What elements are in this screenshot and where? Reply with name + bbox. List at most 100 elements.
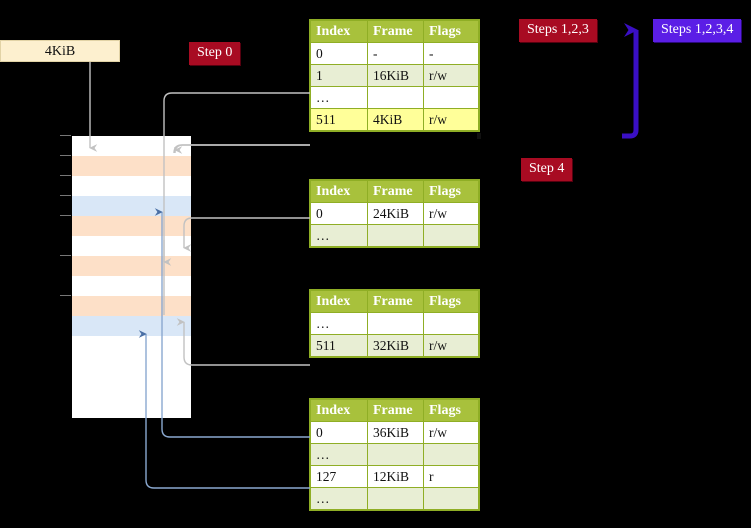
column-header: Flags: [423, 20, 479, 43]
column-header: Index: [310, 20, 368, 43]
table-cell: 4KiB: [367, 108, 424, 131]
column-header: Frame: [367, 180, 424, 203]
table-cell: r: [423, 465, 479, 488]
table-row[interactable]: …: [310, 224, 479, 247]
table-cell: r/w: [423, 108, 479, 131]
column-header: Frame: [367, 290, 424, 313]
table-cell: [367, 312, 424, 335]
column-header: Flags: [423, 399, 479, 422]
table-cell: …: [310, 86, 368, 109]
column-header: Flags: [423, 290, 479, 313]
table-cell: 1: [310, 64, 368, 87]
table-cell: 24KiB: [367, 202, 424, 225]
memory-frame[interactable]: [72, 356, 191, 378]
memory-tick-mark: [60, 195, 71, 196]
table-row[interactable]: …: [310, 487, 479, 510]
memory-frame[interactable]: [72, 316, 191, 338]
table-cell: [423, 224, 479, 247]
memory-frame[interactable]: [72, 136, 191, 158]
memory-frame[interactable]: [72, 196, 191, 218]
memory-frame[interactable]: [72, 156, 191, 178]
column-header: Frame: [367, 399, 424, 422]
table-cell: [423, 312, 479, 335]
table-cell: [423, 443, 479, 466]
physical-memory-column: [71, 135, 192, 418]
table-cell: r/w: [423, 334, 479, 357]
table-cell: 12KiB: [367, 465, 424, 488]
table-cell: …: [310, 224, 368, 247]
column-header: Index: [310, 290, 368, 313]
table-cell: 511: [310, 108, 368, 131]
memory-frame[interactable]: [72, 396, 191, 418]
table-cell: 127: [310, 465, 368, 488]
memory-tick-mark: [60, 135, 71, 136]
table-cell: [423, 86, 479, 109]
memory-tick-mark: [60, 175, 71, 176]
memory-frame[interactable]: [72, 256, 191, 278]
table-cell: [367, 487, 424, 510]
table-cell: 0: [310, 421, 368, 444]
steps-1234-badge: Steps 1,2,3,4: [653, 19, 742, 42]
table-cell: r/w: [423, 421, 479, 444]
table-cell: [367, 224, 424, 247]
memory-frame[interactable]: [72, 296, 191, 318]
table-cell: 511: [310, 334, 368, 357]
table-row[interactable]: …: [310, 312, 479, 335]
memory-tick-mark: [60, 215, 71, 216]
memory-tick-mark: [60, 155, 71, 156]
table-cell: -: [423, 42, 479, 65]
memory-tick-mark: [60, 295, 71, 296]
table-cell: …: [310, 487, 368, 510]
row-marker-dot: [477, 133, 481, 139]
step-4-badge: Step 4: [521, 158, 573, 181]
steps-123-badge: Steps 1,2,3: [519, 19, 597, 42]
connector-pdpt-row0: [183, 217, 310, 252]
table-cell: 0: [310, 202, 368, 225]
connector-pd-row511: [176, 318, 310, 366]
memory-frame[interactable]: [72, 276, 191, 298]
memory-frame[interactable]: [72, 336, 191, 358]
table-cell: 0: [310, 42, 368, 65]
memory-tick-mark: [60, 255, 71, 256]
column-header: Flags: [423, 180, 479, 203]
table-row[interactable]: …: [310, 443, 479, 466]
memory-frame[interactable]: [72, 236, 191, 258]
memory-frame[interactable]: [72, 376, 191, 398]
table-row[interactable]: …: [310, 86, 479, 109]
memory-frame[interactable]: [72, 216, 191, 238]
table-cell: [423, 487, 479, 510]
table-cell: r/w: [423, 202, 479, 225]
frame-size-label: 4KiB: [0, 40, 120, 62]
table-cell: …: [310, 443, 368, 466]
table-cell: r/w: [423, 64, 479, 87]
step-0-badge: Step 0: [189, 42, 241, 65]
table-cell: 16KiB: [367, 64, 424, 87]
table-cell: 36KiB: [367, 421, 424, 444]
column-header: Frame: [367, 20, 424, 43]
column-header: Index: [310, 399, 368, 422]
bracket-steps-1234: [622, 23, 639, 139]
table-cell: …: [310, 312, 368, 335]
connector-pml4-row511: [173, 144, 310, 154]
table-cell: [367, 86, 424, 109]
column-header: Index: [310, 180, 368, 203]
table-row[interactable]: 0--: [310, 42, 479, 65]
table-cell: [367, 443, 424, 466]
memory-frame[interactable]: [72, 176, 191, 198]
table-cell: -: [367, 42, 424, 65]
